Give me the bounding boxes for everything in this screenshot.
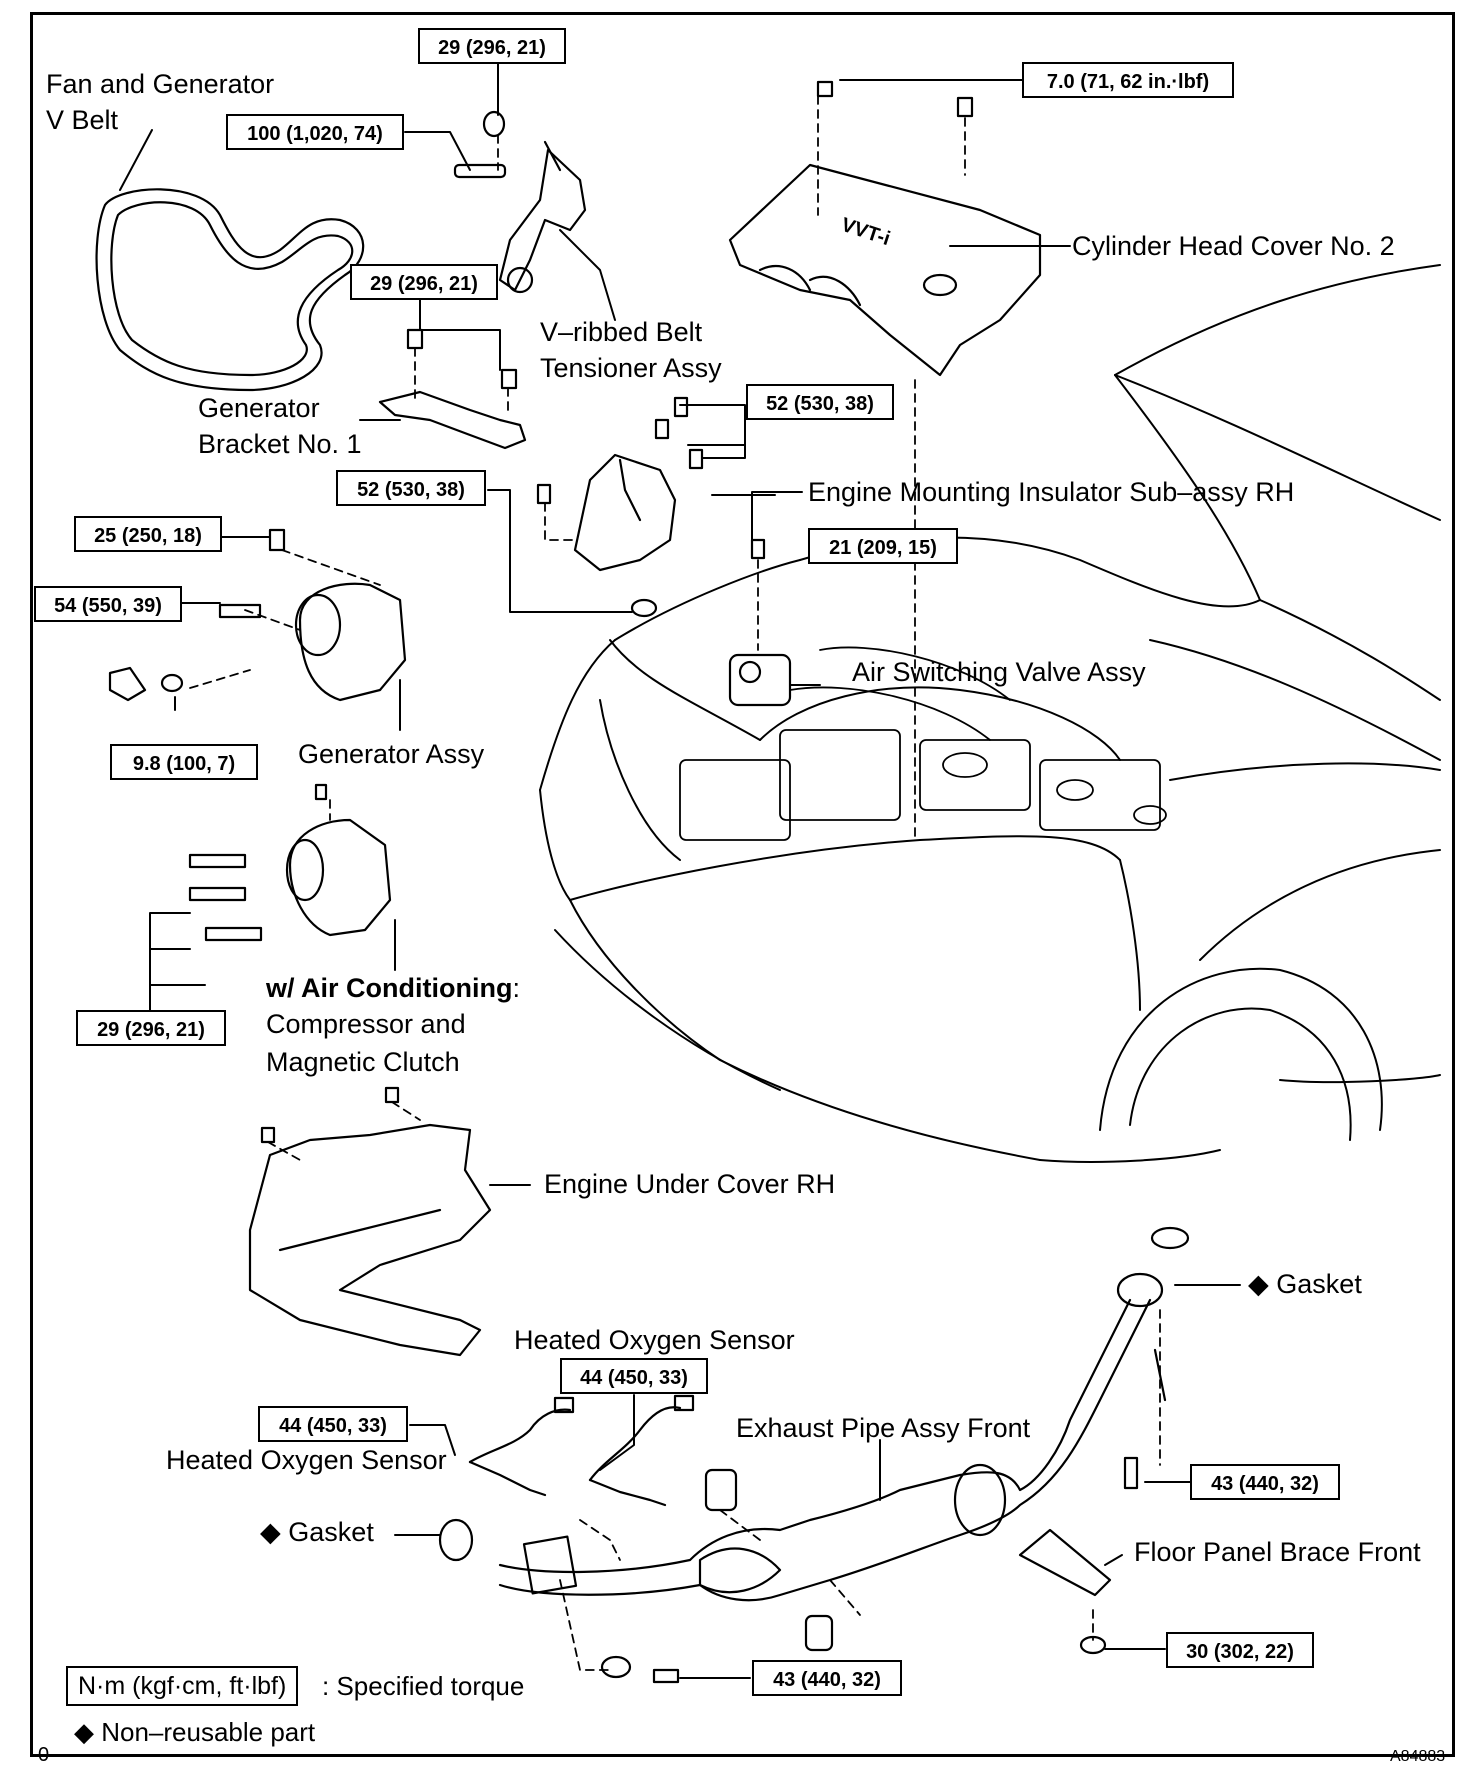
label-ac-compressor: Magnetic Clutch	[266, 1047, 460, 1077]
label-exhaust-pipe: Exhaust Pipe Assy Front	[736, 1413, 1031, 1443]
torque-spec-box: 29 (296, 21)	[350, 264, 498, 300]
torque-spec-box: 29 (296, 21)	[418, 28, 566, 64]
gasket-text: Gasket	[1276, 1269, 1362, 1299]
torque-spec-box: 54 (550, 39)	[34, 586, 182, 622]
ac-colon: :	[512, 973, 520, 1003]
figure-id: A84883	[1390, 1748, 1446, 1765]
torque-spec-box: 29 (296, 21)	[76, 1010, 226, 1046]
label-belt-tensioner: Tensioner Assy	[540, 353, 722, 383]
torque-spec-box: 43 (440, 32)	[752, 1660, 902, 1696]
torque-spec-box: 44 (450, 33)	[258, 1406, 408, 1442]
torque-spec-box: 43 (440, 32)	[1190, 1464, 1340, 1500]
tensioner-drawing	[453, 110, 587, 294]
ac-heading: w/ Air Conditioning	[266, 973, 513, 1003]
legend-torque-desc: : Specified torque	[322, 1671, 525, 1701]
label-gasket-top: ◆ Gasket	[1248, 1266, 1362, 1302]
torque-spec-box: 21 (209, 15)	[808, 528, 958, 564]
label-generator-assy: Generator Assy	[298, 739, 485, 769]
oxygen-sensor-drawing	[468, 1394, 695, 1507]
label-belt-tensioner: V–ribbed Belt	[540, 317, 703, 347]
label-fan-generator-belt: V Belt	[46, 105, 119, 135]
dashed-alignment-lines	[189, 95, 1161, 1671]
torque-spec-box: 52 (530, 38)	[746, 384, 894, 420]
diamond-icon: ◆	[1248, 1269, 1269, 1299]
label-ac-compressor: w/ Air Conditioning:	[266, 970, 520, 1006]
label-fan-generator-belt: Fan and Generator	[46, 69, 275, 99]
engine-mount-drawing	[536, 396, 704, 618]
leader-lines	[119, 49, 1241, 1679]
engine-bay-detail	[679, 646, 1167, 841]
legend-torque-units: N·m (kgf·cm, ft·lbf)	[66, 1666, 299, 1706]
torque-spec-box: 44 (450, 33)	[560, 1358, 708, 1394]
torque-spec-box: 25 (250, 18)	[74, 516, 222, 552]
compressor-drawing	[188, 783, 392, 942]
diamond-icon: ◆	[74, 1717, 94, 1747]
label-generator-bracket: Bracket No. 1	[198, 429, 362, 459]
label-gasket-left: ◆ Gasket	[260, 1514, 374, 1550]
label-oxygen-sensor-lower: Heated Oxygen Sensor	[166, 1445, 447, 1475]
svg-text:VVT-i: VVT-i	[838, 214, 892, 250]
torque-spec-box: 52 (530, 38)	[336, 470, 486, 506]
label-cylinder-head-cover: Cylinder Head Cover No. 2	[1072, 231, 1395, 261]
generator-drawing	[108, 528, 407, 702]
legend-nonreusable: ◆ Non–reusable part	[74, 1714, 315, 1750]
diagram-frame	[30, 12, 1455, 1757]
torque-spec-box: 100 (1,020, 74)	[226, 114, 404, 150]
v-belt-drawing	[95, 188, 365, 392]
label-air-switching-valve: Air Switching Valve Assy	[852, 657, 1146, 687]
nonreusable-text: Non–reusable part	[101, 1717, 316, 1747]
torque-spec-box: 30 (302, 22)	[1166, 1632, 1314, 1668]
generator-bracket-drawing	[378, 328, 527, 450]
engine-under-cover-drawing	[248, 1086, 492, 1357]
page-mark: 0	[38, 1744, 50, 1766]
gasket-text: Gasket	[288, 1517, 374, 1547]
cylinder-head-cover-drawing: VVT-i	[728, 80, 1042, 377]
diamond-icon: ◆	[260, 1517, 281, 1547]
label-engine-mount-insulator: Engine Mounting Insulator Sub–assy RH	[808, 477, 1295, 507]
air-switching-valve-drawing	[728, 538, 792, 707]
exhaust-pipe-drawing	[438, 1226, 1190, 1684]
label-ac-compressor: Compressor and	[266, 1009, 466, 1039]
label-engine-under-cover: Engine Under Cover RH	[544, 1169, 836, 1199]
label-generator-bracket: Generator	[198, 393, 320, 423]
torque-spec-box: 7.0 (71, 62 in.·lbf)	[1022, 62, 1234, 98]
torque-spec-box: 9.8 (100, 7)	[110, 744, 258, 780]
label-floor-panel-brace: Floor Panel Brace Front	[1134, 1537, 1421, 1567]
label-oxygen-sensor-upper: Heated Oxygen Sensor	[514, 1325, 795, 1355]
